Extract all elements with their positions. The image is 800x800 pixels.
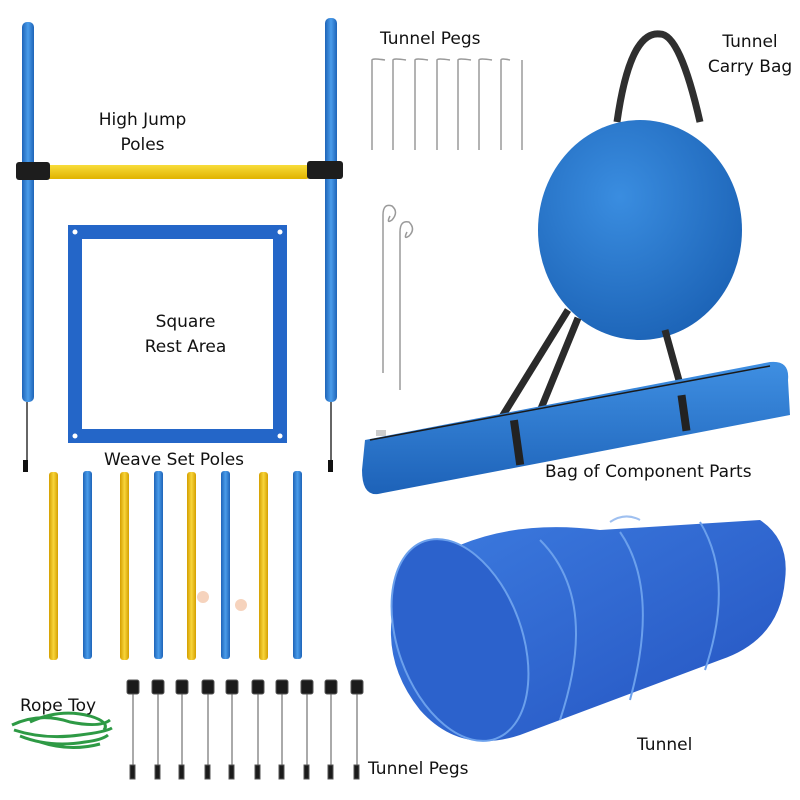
label-high-jump-poles: High Jump Poles bbox=[80, 108, 205, 158]
label-high-jump-line1: High Jump bbox=[98, 110, 187, 130]
high-jump-poles bbox=[16, 18, 343, 472]
hook-pegs bbox=[382, 204, 414, 390]
label-tunnel: Tunnel bbox=[637, 735, 693, 755]
label-square-line2: Rest Area bbox=[144, 337, 227, 357]
tunnel-pegs-bottom bbox=[126, 679, 364, 780]
label-rope-toy: Rope Toy bbox=[20, 696, 97, 716]
label-tunnel-pegs-bottom: Tunnel Pegs bbox=[368, 759, 469, 779]
label-square-line1: Square bbox=[155, 312, 216, 332]
label-bag-of-component-parts: Bag of Component Parts bbox=[545, 462, 752, 482]
label-square-rest-area: Square Rest Area bbox=[128, 310, 243, 360]
label-weave-set-poles: Weave Set Poles bbox=[104, 450, 245, 470]
label-tunnel-pegs-top: Tunnel Pegs bbox=[380, 29, 481, 49]
label-carry-bag-line1: Tunnel bbox=[722, 32, 778, 52]
square-rest-area bbox=[68, 225, 287, 443]
tunnel-pegs-top bbox=[371, 58, 523, 150]
label-high-jump-line2: Poles bbox=[120, 135, 165, 155]
weave-set-poles bbox=[49, 471, 302, 660]
label-tunnel-carry-bag: Tunnel Carry Bag bbox=[700, 30, 800, 80]
bag-of-component-parts bbox=[362, 361, 790, 495]
label-carry-bag-line2: Carry Bag bbox=[707, 57, 793, 77]
tunnel bbox=[390, 515, 786, 742]
rope-toy bbox=[11, 711, 113, 749]
